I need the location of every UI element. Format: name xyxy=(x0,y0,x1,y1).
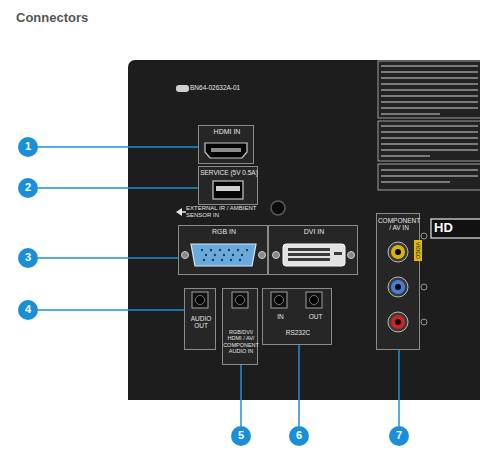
leader-line xyxy=(240,365,242,426)
port-frame: HDMI IN xyxy=(198,125,254,164)
port-label: DVI IN xyxy=(269,228,359,236)
rca-jack xyxy=(388,277,408,297)
leader-line xyxy=(298,345,300,426)
port-label: COMPONENT / AV IN xyxy=(377,217,421,232)
port-label: RGB IN xyxy=(179,228,269,236)
callout-number: 3 xyxy=(18,251,38,264)
rca-jack xyxy=(388,242,408,262)
vga-port xyxy=(182,244,266,266)
port-frame: AUDIO OUT xyxy=(184,288,216,350)
diagram-title: Connectors xyxy=(16,10,88,25)
connector-panel: BN64-02632A-01HDMI IN SERVICE (5V 0.5A) RG… xyxy=(128,60,480,400)
leader-line xyxy=(38,309,184,311)
serial-jack xyxy=(271,292,322,308)
license-box xyxy=(378,61,480,118)
port-frame: RGB IN xyxy=(178,225,268,275)
part-number: BN64-02632A-01 xyxy=(190,84,310,91)
port-frame: DVI IN xyxy=(268,225,358,275)
license-box xyxy=(378,164,480,190)
pin-label: OUT xyxy=(299,313,332,320)
port-label: RS232C xyxy=(263,329,333,336)
callout-number: 4 xyxy=(18,303,38,316)
hdmi-port xyxy=(205,143,247,158)
license-lines xyxy=(381,170,478,182)
callout-circle: 1 xyxy=(18,137,38,157)
pin-label: IN xyxy=(264,313,297,320)
port-label: HDMI IN xyxy=(199,128,255,136)
callout-number: 5 xyxy=(231,429,251,442)
connector-group xyxy=(38,147,399,426)
logo-frame xyxy=(431,219,480,238)
callout-circle: 6 xyxy=(289,426,309,446)
ir-jack xyxy=(271,201,285,215)
leader-line xyxy=(38,257,178,259)
port-frame: INOUT RS232C xyxy=(262,288,332,345)
pointer-arrow xyxy=(181,211,186,213)
rca-jack xyxy=(388,312,408,332)
callout-number: 2 xyxy=(18,181,38,194)
port-frame: RGB/DVI/ HDMI / AV/ COMPONENT AUDIO IN xyxy=(222,288,258,365)
port-label: SERVICE (5V 0.5A) xyxy=(199,169,259,176)
leader-line xyxy=(38,146,198,148)
license-lines xyxy=(381,66,478,114)
callout-number: 1 xyxy=(18,140,38,153)
callout-number: 6 xyxy=(289,429,309,442)
signal-tag: VIDEO xyxy=(414,240,422,261)
callout-circle: 2 xyxy=(18,178,38,198)
port-label: RGB/DVI/ HDMI / AV/ COMPONENT AUDIO IN xyxy=(223,329,259,354)
leader-line xyxy=(398,350,400,426)
dvi-port xyxy=(273,244,355,266)
callout-circle: 4 xyxy=(18,300,38,320)
audio-jack xyxy=(232,292,248,308)
callout-circle: 7 xyxy=(389,426,409,446)
jack-symbol xyxy=(421,233,427,325)
audio-jack xyxy=(192,292,208,308)
part-logo xyxy=(176,85,189,92)
license-blocks xyxy=(378,61,480,190)
callout-circle: 5 xyxy=(231,426,251,446)
usb-port xyxy=(213,181,243,199)
port-frame: COMPONENT / AV IN VIDEO xyxy=(376,213,420,350)
leader-line xyxy=(38,187,198,189)
callout-number: 7 xyxy=(389,429,409,442)
license-lines xyxy=(381,126,478,156)
license-box xyxy=(378,121,480,161)
port-frame: SERVICE (5V 0.5A) xyxy=(198,166,258,205)
port-label: AUDIO OUT xyxy=(185,315,217,330)
callout-circle: 3 xyxy=(18,248,38,268)
pointer-arrow xyxy=(176,208,182,216)
